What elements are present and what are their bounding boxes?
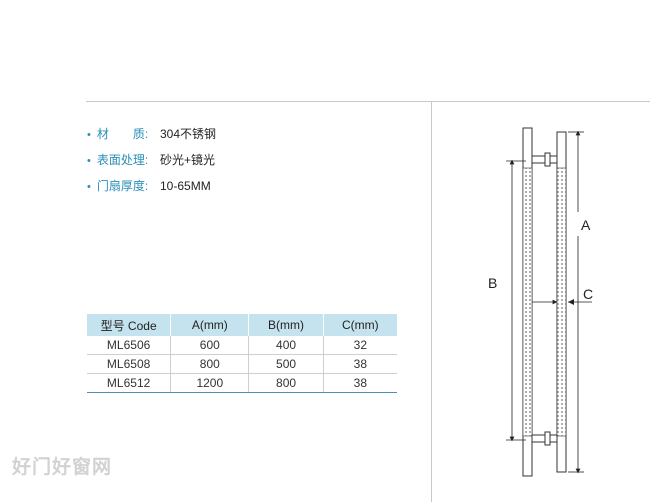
spec-value: 304不锈钢 [160,127,217,141]
bullet-icon: • [87,155,91,167]
cell-code: ML6512 [87,373,172,393]
spec-material: • 材 质: 304不锈钢 [87,126,216,142]
dim-b-label: B [488,275,497,291]
dim-c-label: C [583,286,593,302]
table-row: ML6512 1200 800 38 [87,373,397,393]
header-code: 型号 Code [87,314,172,336]
dimension-c: C [532,286,593,305]
cell-a: 1200 [170,373,250,393]
cell-code: ML6508 [87,354,172,374]
spec-label: 材 质: [96,127,149,141]
cell-b: 400 [248,336,324,355]
top-divider [86,101,650,102]
cell-b: 500 [248,354,324,374]
table-header-row: 型号 Code A(mm) B(mm) C(mm) [87,314,397,336]
cell-b: 800 [248,373,324,393]
header-b: B(mm) [248,314,324,336]
cell-c: 38 [323,373,397,393]
cell-c: 32 [323,336,397,355]
vertical-divider [431,101,432,502]
mounting-posts [531,152,558,446]
header-c: C(mm) [323,314,397,336]
spec-label: 门扇厚度: [96,179,149,193]
cell-code: ML6506 [87,336,172,355]
header-a: A(mm) [170,314,250,336]
cell-a: 600 [170,336,250,355]
right-handle-bar [556,131,567,473]
spec-surface: • 表面处理: 砂光+镜光 [87,152,215,168]
bullet-icon: • [87,181,91,193]
spec-value: 砂光+镜光 [160,153,216,167]
spec-door-thickness: • 门扇厚度: 10-65MM [87,178,211,194]
left-handle-bar [522,127,533,477]
watermark: 好门好窗网 [12,457,113,478]
dim-a-label: A [581,217,591,233]
spec-label: 表面处理: [96,153,149,167]
table-row: ML6506 600 400 32 [87,336,397,355]
bullet-icon: • [87,129,91,141]
cell-a: 800 [170,354,250,374]
spec-value: 10-65MM [160,179,211,193]
table-row: ML6508 800 500 38 [87,354,397,374]
handle-drawing: A B C [488,127,596,477]
dimension-b: B [488,159,526,442]
cell-c: 38 [323,354,397,374]
size-table: 型号 Code A(mm) B(mm) C(mm) ML6506 600 400… [87,314,397,393]
